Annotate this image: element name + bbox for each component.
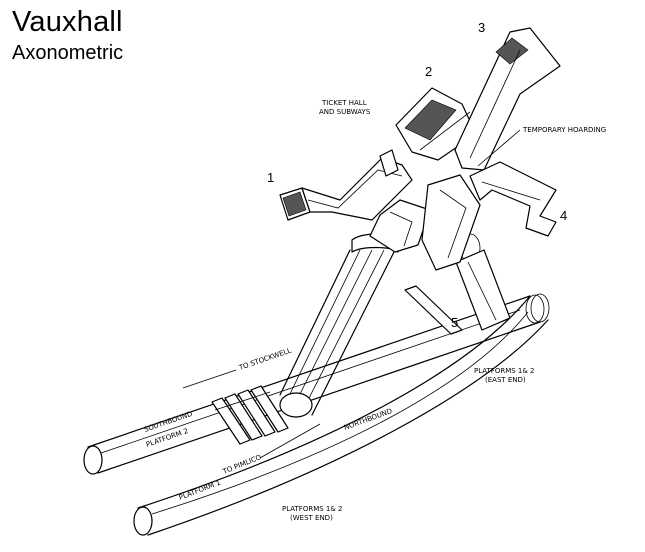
entrance-number-3: 3 (478, 20, 485, 35)
subway-network (279, 27, 561, 271)
to-stockwell-label: TO STOCKWELL (237, 347, 292, 373)
ticket-hall-label-line1: TICKET HALL (321, 99, 367, 107)
entrance-number-4: 4 (560, 208, 567, 223)
ticket-hall-label-line2: AND SUBWAYS (319, 108, 371, 116)
temporary-hoarding-label: TEMPORARY HOARDING (522, 126, 606, 134)
entrance-number-2: 2 (425, 64, 432, 79)
stockwell-arrow (182, 369, 237, 389)
east-end-label-line2: (EAST END) (485, 376, 526, 384)
page-title: Vauxhall (12, 6, 123, 38)
west-end-label-line2: (WEST END) (290, 514, 333, 522)
pimlico-arrow (259, 423, 321, 459)
entrance-number-1: 1 (267, 170, 274, 185)
cross-passage-east (404, 249, 511, 335)
platform-1-tunnel (133, 233, 550, 536)
page-subtitle: Axonometric (12, 42, 124, 64)
cross-passages-west (211, 385, 289, 445)
east-end-label-line1: PLATFORMS 1& 2 (474, 367, 535, 375)
platform-2-tunnel (83, 294, 545, 475)
escalator-shaft (279, 233, 399, 418)
entrance-number-5: 5 (451, 315, 458, 330)
hoarding-pointer (477, 129, 521, 167)
west-end-label-line1: PLATFORMS 1& 2 (282, 505, 343, 513)
